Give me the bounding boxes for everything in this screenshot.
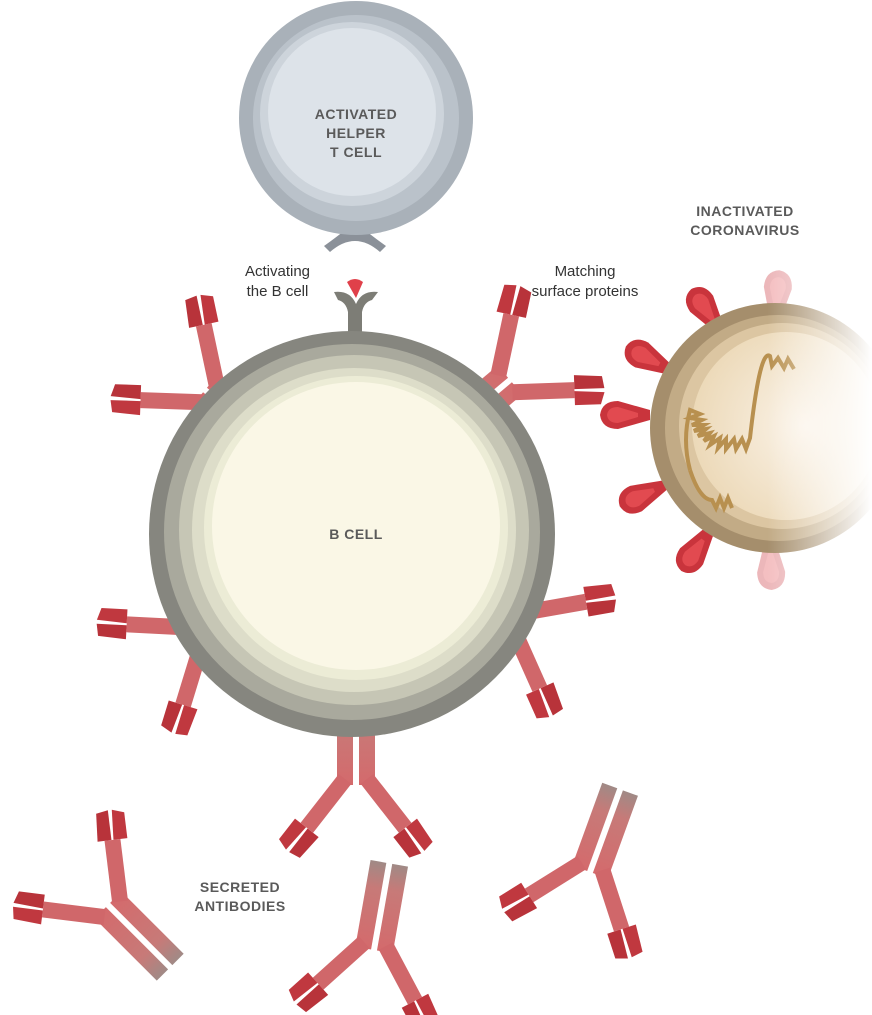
helper-t-cell	[239, 1, 473, 252]
b-cell-label: B CELL	[329, 526, 383, 542]
t-cell-label: ACTIVATED HELPER T CELL	[314, 106, 398, 160]
secreted-antibodies	[0, 762, 695, 1015]
b-cell	[149, 331, 555, 737]
inactivated-coronavirus	[600, 268, 872, 591]
b-cell-receptor	[334, 291, 378, 345]
antibodies-label: SECRETED ANTIBODIES	[194, 879, 286, 914]
antigen-fragment	[347, 279, 363, 298]
matching-label: Matching surface proteins	[531, 263, 639, 300]
activating-label: Activating the B cell	[244, 263, 311, 300]
virus-label: INACTIVATED CORONAVIRUS	[690, 203, 800, 238]
